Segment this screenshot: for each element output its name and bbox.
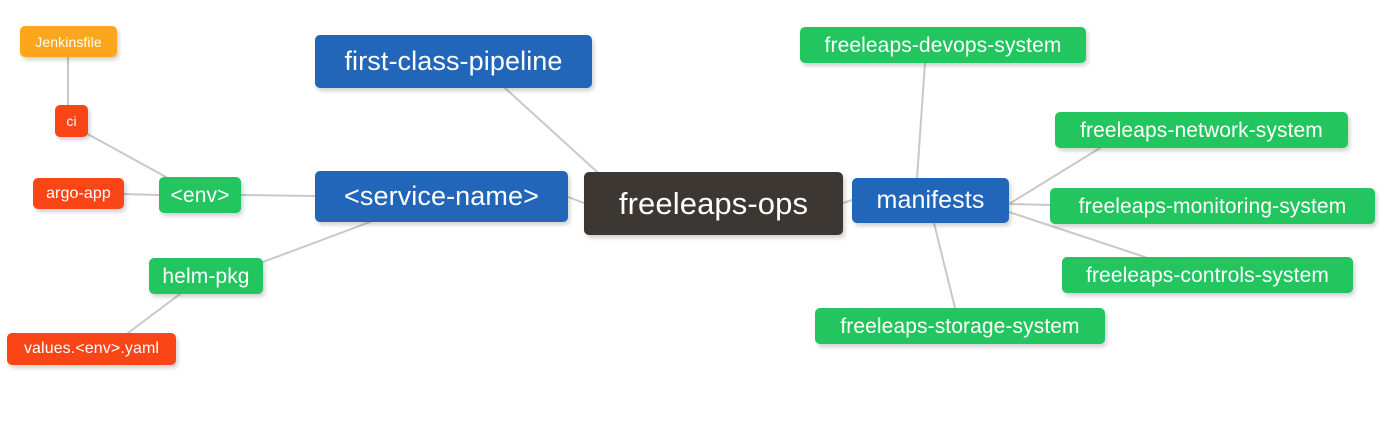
node-label-freeleaps-network-system: freeleaps-network-system	[1080, 118, 1323, 142]
node-label-freeleaps-controls-system: freeleaps-controls-system	[1086, 263, 1329, 287]
node-label-helm-pkg: helm-pkg	[162, 264, 250, 288]
node-first-class-pipeline[interactable]: first-class-pipeline	[315, 35, 592, 88]
node-values-env-yaml[interactable]: values.<env>.yaml	[7, 333, 176, 365]
node-ci[interactable]: ci	[55, 105, 88, 137]
node-service-name[interactable]: <service-name>	[315, 171, 568, 222]
node-freeleaps-storage-system[interactable]: freeleaps-storage-system	[815, 308, 1105, 344]
edge-helm-pkg-to-values-env-yaml	[127, 293, 181, 334]
edge-manifests-to-freeleaps-storage-system	[933, 222, 956, 309]
node-manifests[interactable]: manifests	[852, 178, 1009, 223]
node-label-freeleaps-monitoring-system: freeleaps-monitoring-system	[1078, 194, 1347, 218]
node-freeleaps-controls-system[interactable]: freeleaps-controls-system	[1062, 257, 1353, 293]
node-label-freeleaps-storage-system: freeleaps-storage-system	[840, 314, 1080, 338]
node-label-ci: ci	[66, 113, 77, 129]
node-label-env: <env>	[170, 183, 230, 207]
edge-manifests-to-freeleaps-devops-system	[916, 62, 926, 179]
edge-env-to-ci	[83, 131, 167, 178]
node-label-service-name: <service-name>	[344, 181, 539, 211]
edge-service-name-to-env	[240, 194, 316, 197]
node-freeleaps-devops-system[interactable]: freeleaps-devops-system	[800, 27, 1086, 63]
node-label-argo-app: argo-app	[46, 184, 111, 202]
edge-env-to-argo-app	[123, 193, 160, 196]
node-label-jenkinsfile: Jenkinsfile	[35, 33, 102, 50]
node-label-freeleaps-ops: freeleaps-ops	[618, 186, 809, 221]
node-helm-pkg[interactable]: helm-pkg	[149, 258, 263, 294]
node-freeleaps-network-system[interactable]: freeleaps-network-system	[1055, 112, 1348, 148]
edge-freeleaps-ops-to-first-class-pipeline	[504, 87, 607, 181]
node-env[interactable]: <env>	[159, 177, 241, 213]
edge-freeleaps-ops-to-service-name	[567, 196, 585, 204]
node-jenkinsfile[interactable]: Jenkinsfile	[20, 26, 117, 57]
edge-freeleaps-ops-to-manifests	[842, 199, 853, 204]
node-label-first-class-pipeline: first-class-pipeline	[344, 46, 563, 76]
node-freeleaps-ops[interactable]: freeleaps-ops	[584, 172, 843, 235]
node-label-freeleaps-devops-system: freeleaps-devops-system	[824, 33, 1062, 57]
edge-service-name-to-helm-pkg	[262, 221, 371, 263]
edge-manifests-to-freeleaps-monitoring-system	[1008, 203, 1051, 206]
node-label-values-env-yaml: values.<env>.yaml	[23, 340, 160, 357]
node-label-manifests: manifests	[876, 186, 985, 214]
node-freeleaps-monitoring-system[interactable]: freeleaps-monitoring-system	[1050, 188, 1375, 224]
node-argo-app[interactable]: argo-app	[33, 178, 124, 209]
